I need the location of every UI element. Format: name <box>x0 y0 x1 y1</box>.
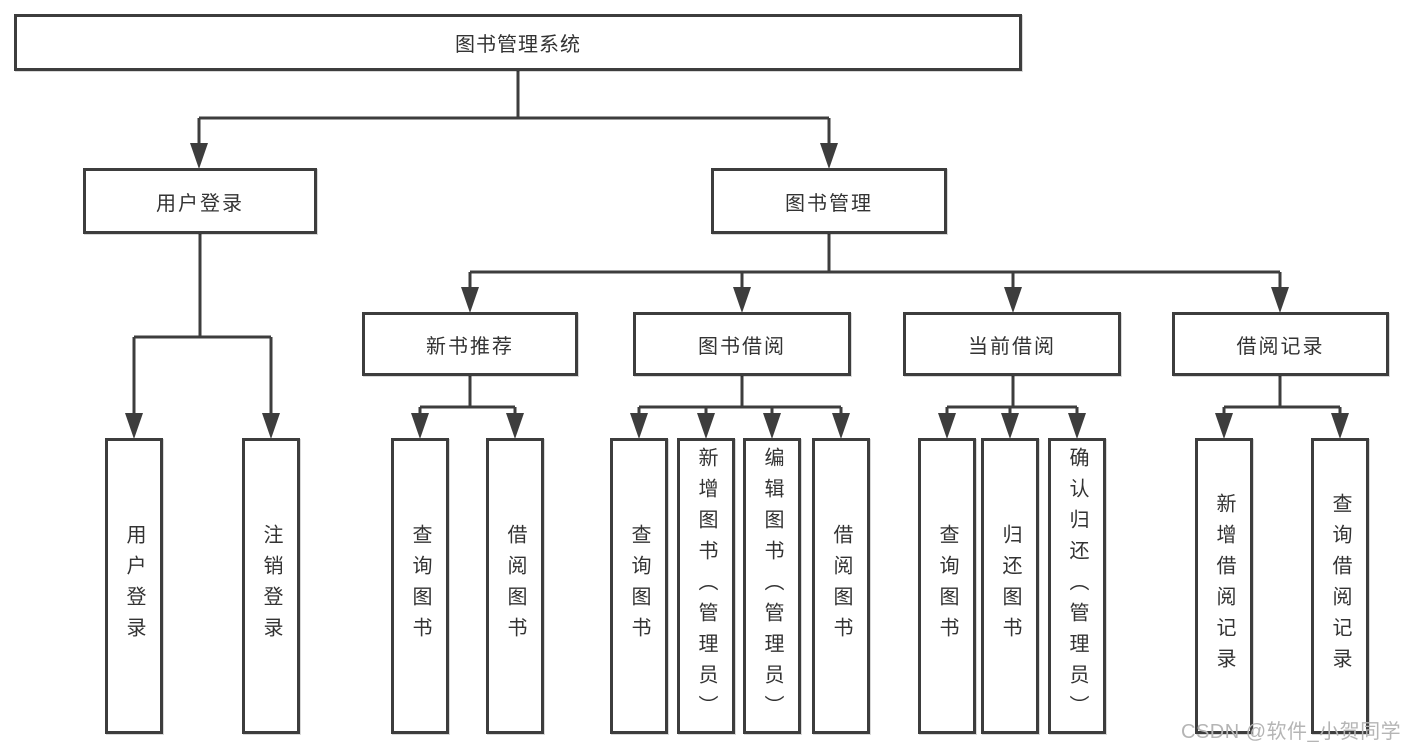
node-root: 图书管理系统 <box>14 14 1022 71</box>
leaf-return-book: 归还图书 <box>981 438 1039 734</box>
node-borrow-records: 借阅记录 <box>1172 312 1389 376</box>
leaf-logout: 注销登录 <box>242 438 300 734</box>
leaf-user-login: 用户登录 <box>105 438 163 734</box>
leaf-add-book-admin: 新增图书（管理员） <box>677 438 735 734</box>
leaf-query-books-borrow: 查询图书 <box>610 438 668 734</box>
leaf-query-borrow-record: 查询借阅记录 <box>1311 438 1369 734</box>
leaf-confirm-return-admin: 确认归还（管理员） <box>1048 438 1106 734</box>
leaf-edit-book-admin: 编辑图书（管理员） <box>743 438 801 734</box>
leaf-borrow-books-borrow: 借阅图书 <box>812 438 870 734</box>
leaf-query-books-recommend: 查询图书 <box>391 438 449 734</box>
node-new-book-recommend: 新书推荐 <box>362 312 578 376</box>
arrowheads <box>125 143 1349 439</box>
leaf-add-borrow-record: 新增借阅记录 <box>1195 438 1253 734</box>
node-user-login: 用户登录 <box>83 168 317 234</box>
leaf-query-books-current: 查询图书 <box>918 438 976 734</box>
node-book-management: 图书管理 <box>711 168 947 234</box>
node-book-borrow: 图书借阅 <box>633 312 851 376</box>
leaf-borrow-books-recommend: 借阅图书 <box>486 438 544 734</box>
node-current-borrow: 当前借阅 <box>903 312 1121 376</box>
csdn-watermark: CSDN @软件_小贺同学 <box>1181 721 1402 743</box>
